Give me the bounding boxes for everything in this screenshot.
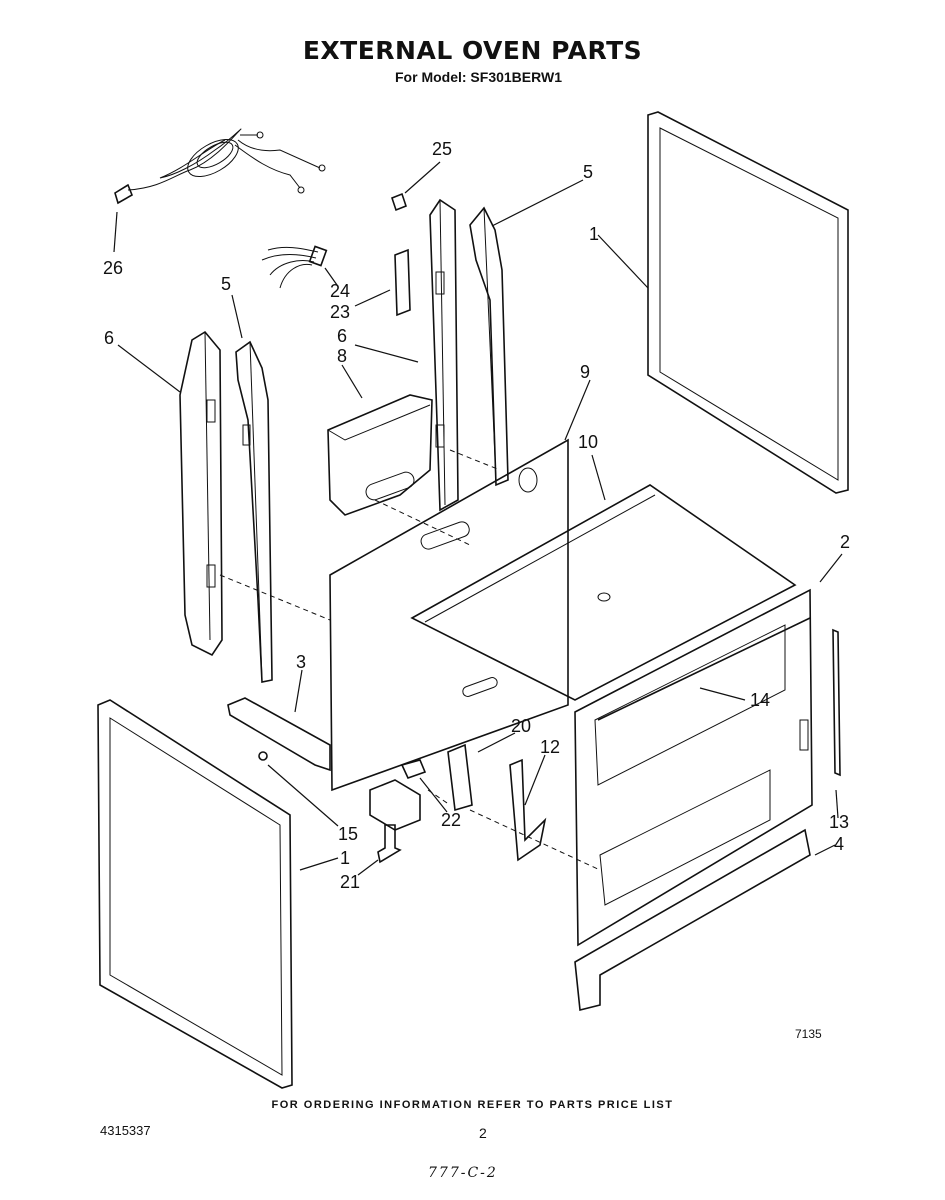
callout-labels: 25 5 1 26 24 23 5 6 6 8 9 10 2 3 14 20 1… bbox=[103, 139, 850, 892]
callout-22: 22 bbox=[441, 810, 461, 830]
bracket-part bbox=[394, 248, 411, 317]
callout-14: 14 bbox=[750, 690, 770, 710]
page-title: EXTERNAL OVEN PARTS bbox=[302, 36, 643, 65]
trim-strip-part bbox=[227, 697, 331, 772]
callout-21: 21 bbox=[340, 872, 360, 892]
top-panel-part bbox=[410, 484, 797, 701]
document-number: 4315337 bbox=[100, 1123, 151, 1138]
callout-3: 3 bbox=[296, 652, 306, 672]
drawing-number: 7135 bbox=[795, 1027, 822, 1041]
callout-10: 10 bbox=[578, 432, 598, 452]
right-side-panel-part bbox=[647, 111, 849, 494]
callout-20: 20 bbox=[511, 716, 531, 736]
bottom-trim-part bbox=[574, 828, 811, 1011]
leg-part bbox=[369, 779, 421, 831]
right-channel-part bbox=[469, 206, 509, 487]
callout-8: 8 bbox=[337, 346, 347, 366]
model-subtitle: For Model: SF301BERW1 bbox=[395, 69, 562, 85]
callout-24: 24 bbox=[330, 281, 350, 301]
callout-25: 25 bbox=[432, 139, 452, 159]
ordering-note: FOR ORDERING INFORMATION REFER TO PARTS … bbox=[271, 1099, 674, 1111]
callout-5-right: 5 bbox=[583, 162, 593, 182]
callout-6-left: 6 bbox=[104, 328, 114, 348]
clip-part bbox=[391, 192, 407, 212]
callout-12: 12 bbox=[540, 737, 560, 757]
mount-bracket-part bbox=[447, 743, 473, 812]
leader-lines bbox=[113, 161, 843, 876]
right-side-rail-part bbox=[429, 198, 459, 512]
callout-5-left: 5 bbox=[221, 274, 231, 294]
callout-13: 13 bbox=[829, 812, 849, 832]
power-cord-part bbox=[114, 128, 326, 205]
left-channel-part bbox=[235, 340, 273, 683]
handwritten-note: 777-C-2 bbox=[428, 1165, 498, 1181]
vent-duct-part bbox=[327, 394, 433, 516]
leveling-screw-part bbox=[377, 824, 402, 864]
callout-15: 15 bbox=[338, 824, 358, 844]
callout-4: 4 bbox=[834, 834, 844, 854]
front-frame-part bbox=[574, 588, 813, 947]
wire-harness-part bbox=[261, 245, 328, 289]
callout-23: 23 bbox=[330, 302, 350, 322]
support-bracket-part bbox=[509, 758, 547, 862]
page-number: 2 bbox=[479, 1125, 487, 1141]
callout-6-right: 6 bbox=[337, 326, 347, 346]
callout-9: 9 bbox=[580, 362, 590, 382]
callout-2: 2 bbox=[840, 532, 850, 552]
side-strip-part bbox=[832, 628, 841, 777]
left-side-panel-part bbox=[97, 699, 293, 1089]
callout-1-left: 1 bbox=[340, 848, 350, 868]
callout-1-right: 1 bbox=[589, 224, 599, 244]
back-panel-part bbox=[329, 438, 569, 792]
clip-22-part bbox=[400, 759, 427, 779]
left-side-rail-part bbox=[179, 330, 223, 657]
callout-26: 26 bbox=[103, 258, 123, 278]
rod-part bbox=[597, 617, 811, 721]
plug-part bbox=[258, 751, 268, 761]
